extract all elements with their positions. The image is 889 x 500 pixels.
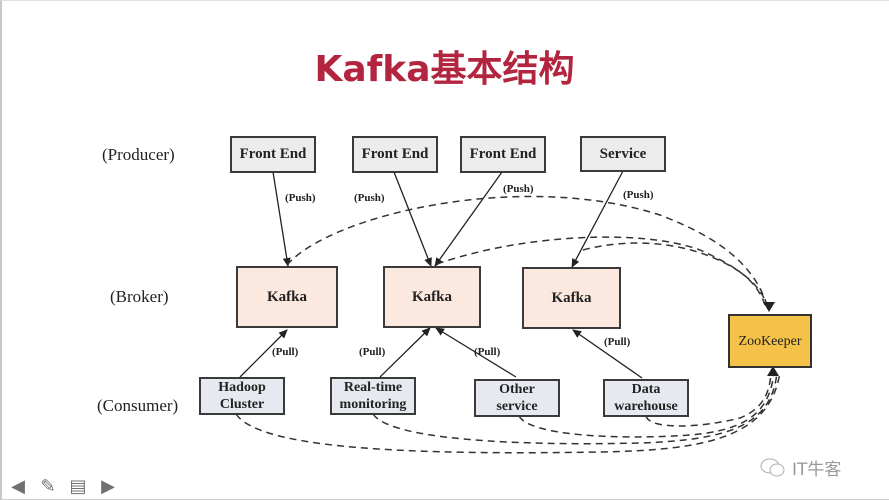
edge-zk-otherservice bbox=[518, 371, 775, 438]
consumer-dw-line1: Data bbox=[631, 382, 661, 397]
consumer-other-line2: service bbox=[496, 399, 538, 414]
edge-pull-realtime-kafka2 bbox=[379, 327, 431, 378]
pull-label-4: (Pull) bbox=[604, 336, 631, 348]
broker-kafka-3[interactable]: Kafka bbox=[522, 267, 621, 329]
slide-navigation: ◀ ✎ ▤ ▶ bbox=[8, 476, 118, 497]
zk-bottom-arrowhead bbox=[767, 366, 779, 376]
producer-front-end-1[interactable]: Front End bbox=[230, 136, 316, 173]
row-label-consumer: (Consumer) bbox=[97, 396, 179, 415]
pull-label-2: (Pull) bbox=[359, 346, 386, 358]
consumer-real-time-monitoring[interactable]: Real-time monitoring bbox=[330, 377, 416, 415]
row-label-producer: (Producer) bbox=[102, 145, 175, 164]
wechat-icon bbox=[760, 458, 785, 476]
zookeeper[interactable]: ZooKeeper bbox=[728, 314, 812, 368]
consumer-hadoop-line1: Hadoop bbox=[218, 380, 266, 395]
consumer-dw-line2: warehouse bbox=[614, 399, 678, 414]
row-label-broker: (Broker) bbox=[110, 287, 169, 306]
consumer-data-warehouse[interactable]: Data warehouse bbox=[603, 379, 689, 417]
menu-icon[interactable]: ▤ bbox=[69, 476, 87, 497]
edge-push-service-kafka3 bbox=[571, 170, 624, 268]
pull-label-1: (Pull) bbox=[272, 346, 299, 358]
edge-pull-hadoop-kafka1 bbox=[239, 329, 288, 378]
pull-label-3: (Pull) bbox=[474, 346, 501, 358]
edge-push-frontend2-kafka2 bbox=[393, 171, 432, 267]
push-label-1: (Push) bbox=[285, 192, 316, 204]
push-label-4: (Push) bbox=[623, 189, 654, 201]
edge-zk-datawarehouse bbox=[645, 371, 772, 427]
edge-zk-kafka2 bbox=[436, 236, 767, 309]
edge-push-frontend3-kafka2 bbox=[434, 171, 503, 267]
broker-kafka-2[interactable]: Kafka bbox=[383, 266, 481, 328]
consumer-realtime-line1: Real-time bbox=[343, 380, 403, 395]
zk-top-arrowhead bbox=[763, 302, 775, 312]
edge-pull-datawarehouse-kafka3 bbox=[572, 329, 643, 379]
consumer-realtime-line2: monitoring bbox=[339, 397, 407, 412]
edge-zk-realtime bbox=[372, 371, 778, 445]
watermark: IT牛客 bbox=[760, 455, 841, 480]
edge-pull-other-kafka2 bbox=[435, 327, 517, 378]
pen-icon[interactable]: ✎ bbox=[40, 476, 56, 497]
prev-arrow-icon[interactable]: ◀ bbox=[11, 476, 25, 497]
consumer-other-service[interactable]: Other service bbox=[474, 379, 560, 417]
slide-title: Kafka基本结构 bbox=[314, 49, 575, 90]
push-label-3: (Push) bbox=[503, 183, 534, 195]
edge-push-frontend1-kafka1 bbox=[272, 171, 291, 267]
producer-front-end-2[interactable]: Front End bbox=[352, 136, 438, 173]
producer-service[interactable]: Service bbox=[580, 136, 666, 172]
edge-zk-kafka3 bbox=[582, 242, 769, 309]
watermark-text: IT牛客 bbox=[792, 460, 842, 480]
broker-kafka-1[interactable]: Kafka bbox=[236, 266, 338, 328]
producer-front-end-3[interactable]: Front End bbox=[460, 136, 546, 173]
consumer-other-line1: Other bbox=[499, 382, 535, 397]
consumer-hadoop-line2: Cluster bbox=[219, 397, 265, 412]
push-label-2: (Push) bbox=[354, 192, 385, 204]
next-arrow-icon[interactable]: ▶ bbox=[101, 476, 115, 497]
edge-zk-kafka1 bbox=[286, 195, 769, 309]
